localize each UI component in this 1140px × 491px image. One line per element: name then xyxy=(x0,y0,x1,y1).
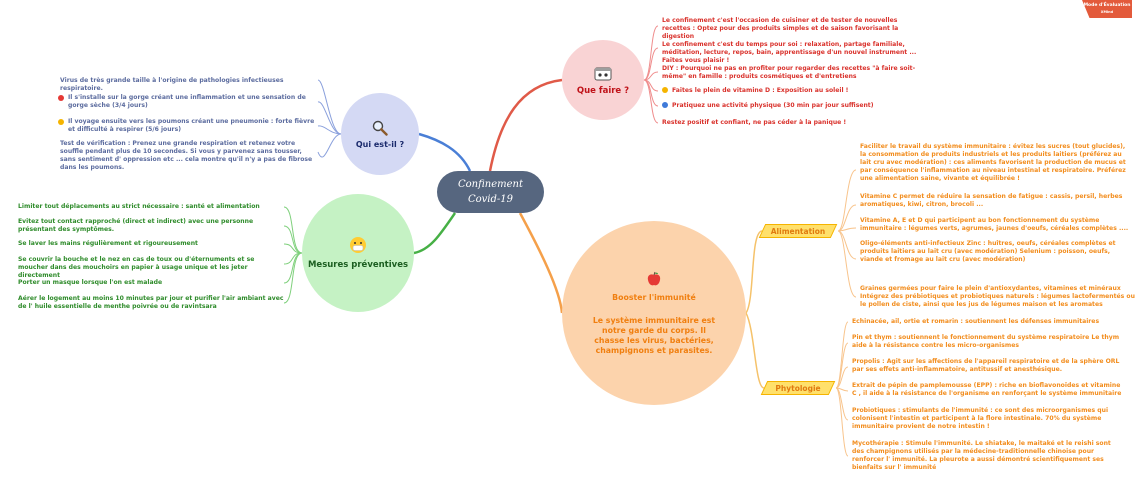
subtopic-label: Phytologie xyxy=(775,383,821,393)
que-item-5-text: Pratiquez une activité physique (30 min … xyxy=(672,102,874,109)
badge-line1: Mode d'Évaluation xyxy=(1083,3,1131,8)
phyto-item-2: Pin et thym : soutiennent le fonctionnem… xyxy=(852,334,1120,349)
phyto-item-6: Mycothérapie : Stimule l'immunité. Le sh… xyxy=(852,440,1111,471)
que-item-3: DIY : Pourquoi ne pas en profiter pour r… xyxy=(662,65,916,80)
topic-que-faire[interactable]: Que faire ? xyxy=(562,40,644,120)
alim-item-1: Faciliter le travail du système immunita… xyxy=(860,143,1126,182)
apple-icon xyxy=(647,271,661,285)
mes-item-4: Se couvrir la bouche et le nez en cas de… xyxy=(18,256,255,279)
subtopic-phytologie[interactable]: Phytologie xyxy=(760,381,836,395)
sun-icon xyxy=(662,87,668,93)
topic-title: Que faire ? xyxy=(576,86,630,96)
qui-item-2: Il s'installe sur la gorge créant une in… xyxy=(58,94,318,110)
mes-item-2: Evitez tout contact rapproché (direct et… xyxy=(18,218,254,233)
qui-item-4: Test de vérification : Prenez une grande… xyxy=(60,140,313,171)
qui-item-1: Virus de très grande taille à l'origine … xyxy=(60,77,284,92)
mask-face-icon xyxy=(350,237,366,253)
topic-title: Mesures préventives xyxy=(307,260,409,270)
topic-booster-immunite[interactable]: Booster l'immunité Le système immunitair… xyxy=(562,221,746,405)
qui-item-3: Il voyage ensuite vers les poumons créan… xyxy=(58,118,318,134)
que-item-4: Faites le plein de vitamine D : Expositi… xyxy=(662,87,924,95)
central-topic[interactable]: Confinement Covid-19 xyxy=(437,171,544,213)
topic-subtitle: Le système immunitaire est notre garde d… xyxy=(592,315,716,355)
que-item-6: Restez positif et confiant, ne pas céder… xyxy=(662,119,847,126)
topic-qui-est-il[interactable]: Qui est-il ? xyxy=(341,93,419,175)
central-topic-line2: Covid-19 xyxy=(467,194,514,205)
mes-item-6: Aérer le logement au moins 10 minutes pa… xyxy=(18,295,284,310)
que-item-1: Le confinement c'est l'occasion de cuisi… xyxy=(662,17,899,40)
que-item-2: Le confinement c'est du temps pour soi :… xyxy=(662,41,917,64)
central-topic-line1: Confinement xyxy=(458,179,523,190)
alim-item-5: Graines germées pour faire le plein d'an… xyxy=(860,285,1135,308)
alim-item-2: Vitamine C permet de réduire la sensatio… xyxy=(860,193,1123,208)
magnifier-icon xyxy=(372,120,388,136)
mes-item-3: Se laver les mains régulièrement et rigo… xyxy=(18,240,198,247)
subtopic-alimentation[interactable]: Alimentation xyxy=(758,224,838,238)
activity-icon xyxy=(662,102,668,108)
que-item-5: Pratiquez une activité physique (30 min … xyxy=(662,102,924,110)
topic-mesures-preventives[interactable]: Mesures préventives xyxy=(302,194,414,312)
phyto-item-5: Probiotiques : stimulants de l'immunité … xyxy=(852,407,1109,430)
badge-line2: XMind xyxy=(1100,10,1114,14)
que-item-4-text: Faites le plein de vitamine D : Expositi… xyxy=(672,87,849,94)
topic-title: Booster l'immunité xyxy=(612,292,696,302)
qui-item-2-text: Il s'installe sur la gorge créant une in… xyxy=(68,94,306,109)
mes-item-1: Limiter tout déplacements au strict néce… xyxy=(18,203,260,210)
phyto-item-1: Echinacée, ail, ortie et romarin : souti… xyxy=(852,318,1100,325)
priority-2-icon xyxy=(58,119,64,125)
phyto-item-3: Propolis : Agit sur les affections de l'… xyxy=(852,358,1120,373)
priority-1-icon xyxy=(58,95,64,101)
qui-item-3-text: Il voyage ensuite vers les poumons créan… xyxy=(68,118,315,133)
topic-title: Qui est-il ? xyxy=(355,139,405,149)
subtopic-label: Alimentation xyxy=(770,226,826,236)
evaluation-mode-badge[interactable]: Mode d'Évaluation XMind xyxy=(1082,0,1132,18)
cooking-pot-icon xyxy=(594,67,612,81)
mes-item-5: Porter un masque lorsque l'on est malade xyxy=(18,279,163,286)
phyto-item-4: Extrait de pépin de pamplemousse (EPP) :… xyxy=(852,382,1122,397)
alim-item-4: Oligo-éléments anti-infectieux Zinc : hu… xyxy=(860,240,1116,263)
alim-item-3: Vitamine A, E et D qui participent au bo… xyxy=(860,217,1129,232)
